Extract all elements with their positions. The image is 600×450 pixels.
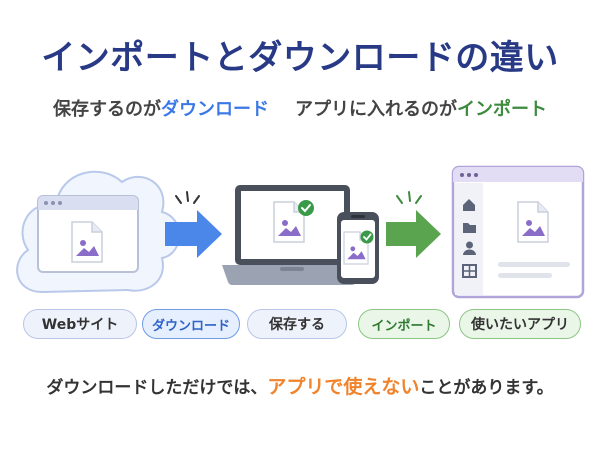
home-icon (463, 199, 475, 211)
placeholder-line (498, 262, 570, 267)
image-file-icon (517, 201, 549, 243)
placeholder-line (498, 273, 552, 278)
label-target-app: 使いたいアプリ (459, 309, 581, 339)
arrow-right-icon (165, 210, 222, 258)
spark-marks (396, 191, 422, 204)
checkmark-icon (360, 230, 374, 244)
footer-highlight: アプリで使えない (267, 376, 420, 398)
grid-icon (462, 264, 477, 278)
folder-icon (463, 223, 476, 233)
image-file-icon (71, 221, 103, 263)
arrow-right-icon (386, 210, 441, 258)
label-save: 保存する (247, 309, 347, 339)
subtitle-download: ダウンロード (161, 99, 269, 120)
label-import: インポート (358, 309, 450, 339)
subtitle: 保存するのがダウンロード アプリに入れるのがインポート (0, 95, 600, 121)
subtitle-part1: 保存するのが (53, 99, 161, 120)
subtitle-import: インポート (457, 99, 547, 120)
page-title: インポートとダウンロードの違い (41, 38, 559, 78)
user-icon (463, 241, 476, 255)
footer-part1: ダウンロードしただけでは、 (46, 378, 268, 398)
label-website: Webサイト (23, 309, 137, 339)
footer-part2: ことがあります。 (419, 378, 554, 398)
subtitle-part2: アプリに入れるのが (295, 99, 457, 120)
label-download: ダウンロード (142, 309, 240, 339)
footer-note: ダウンロードしただけでは、アプリで使えないことがあります。 (0, 372, 600, 399)
spark-marks (175, 191, 200, 204)
checkmark-icon (298, 200, 314, 216)
